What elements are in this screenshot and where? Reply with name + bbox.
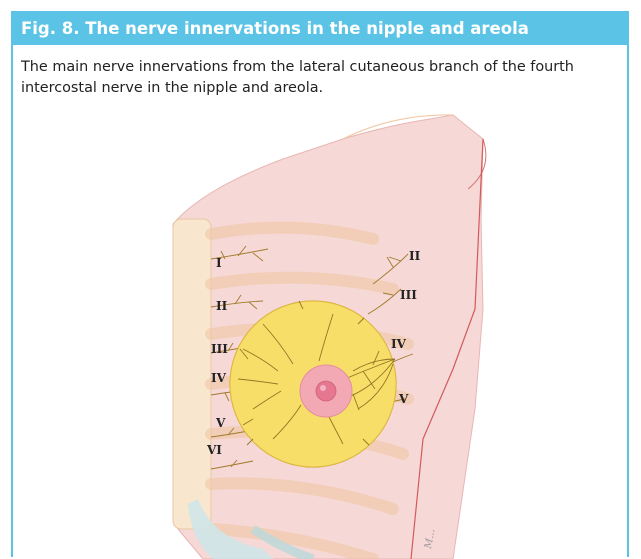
left-label-ii: II [216,299,228,313]
right-label-iv: IV [391,337,407,351]
left-label-v: V [215,416,226,430]
nipple [316,381,336,401]
left-label-iii: III [211,342,228,356]
right-label-ii: II [409,249,421,263]
figure-caption: The main nerve innervations from the lat… [21,57,621,99]
right-label-v: V [398,392,409,406]
left-label-vi: VI [206,443,222,457]
figure-panel: Fig. 8. The nerve innervations in the ni… [11,11,629,557]
left-label-i: I [216,256,222,270]
right-label-iii: III [400,288,417,302]
figure-title: Fig. 8. The nerve innervations in the ni… [13,13,627,45]
breast-nerve-illustration: I II III IV V VI II III IV V M... [13,109,627,559]
left-label-iv: IV [211,371,227,385]
